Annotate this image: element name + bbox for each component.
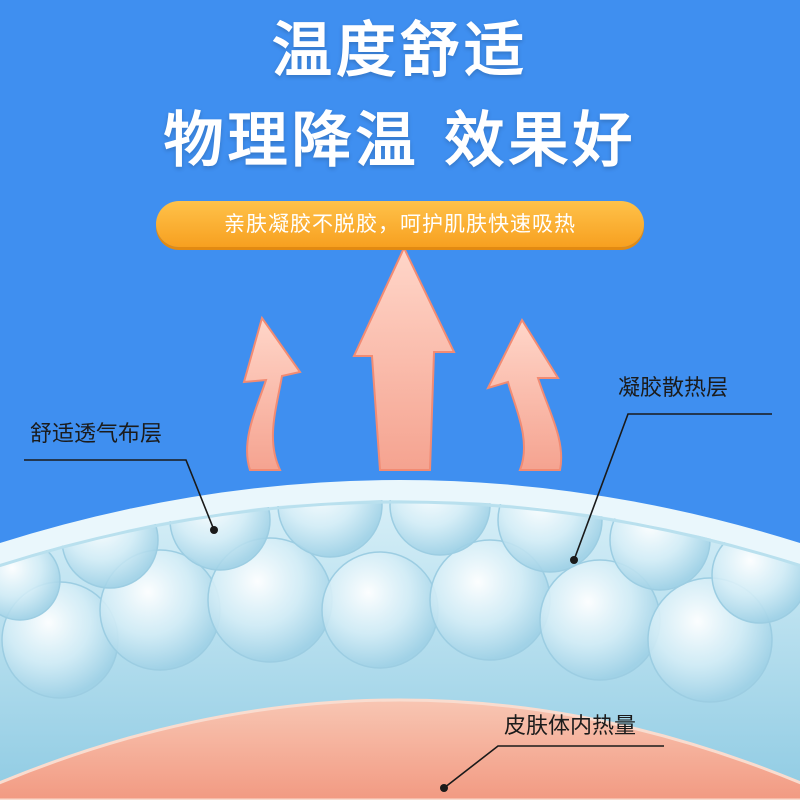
headline-line-1: 温度舒适 xyxy=(272,16,528,86)
heat-arrows xyxy=(242,245,563,471)
feature-badge: 亲肤凝胶不脱胶，呵护肌肤快速吸热 xyxy=(156,201,644,247)
heat-arrow-left xyxy=(242,315,302,471)
headline-line-2: 物理降温 效果好 xyxy=(163,106,637,176)
label-fabric-layer: 舒适透气布层 xyxy=(30,422,163,447)
leader-dots xyxy=(210,526,578,792)
label-gel-layer: 凝胶散热层 xyxy=(618,376,729,401)
leader-line-skin xyxy=(443,745,664,789)
leader-lines xyxy=(24,413,772,789)
skin-layer xyxy=(0,698,800,800)
fabric-layer xyxy=(0,480,800,565)
label-skin-heat: 皮肤体内热量 xyxy=(504,714,637,739)
leader-line-fabric xyxy=(24,459,215,531)
heat-arrow-right xyxy=(486,317,563,471)
heat-arrow-center xyxy=(352,245,456,471)
leader-line-gel xyxy=(573,413,772,561)
